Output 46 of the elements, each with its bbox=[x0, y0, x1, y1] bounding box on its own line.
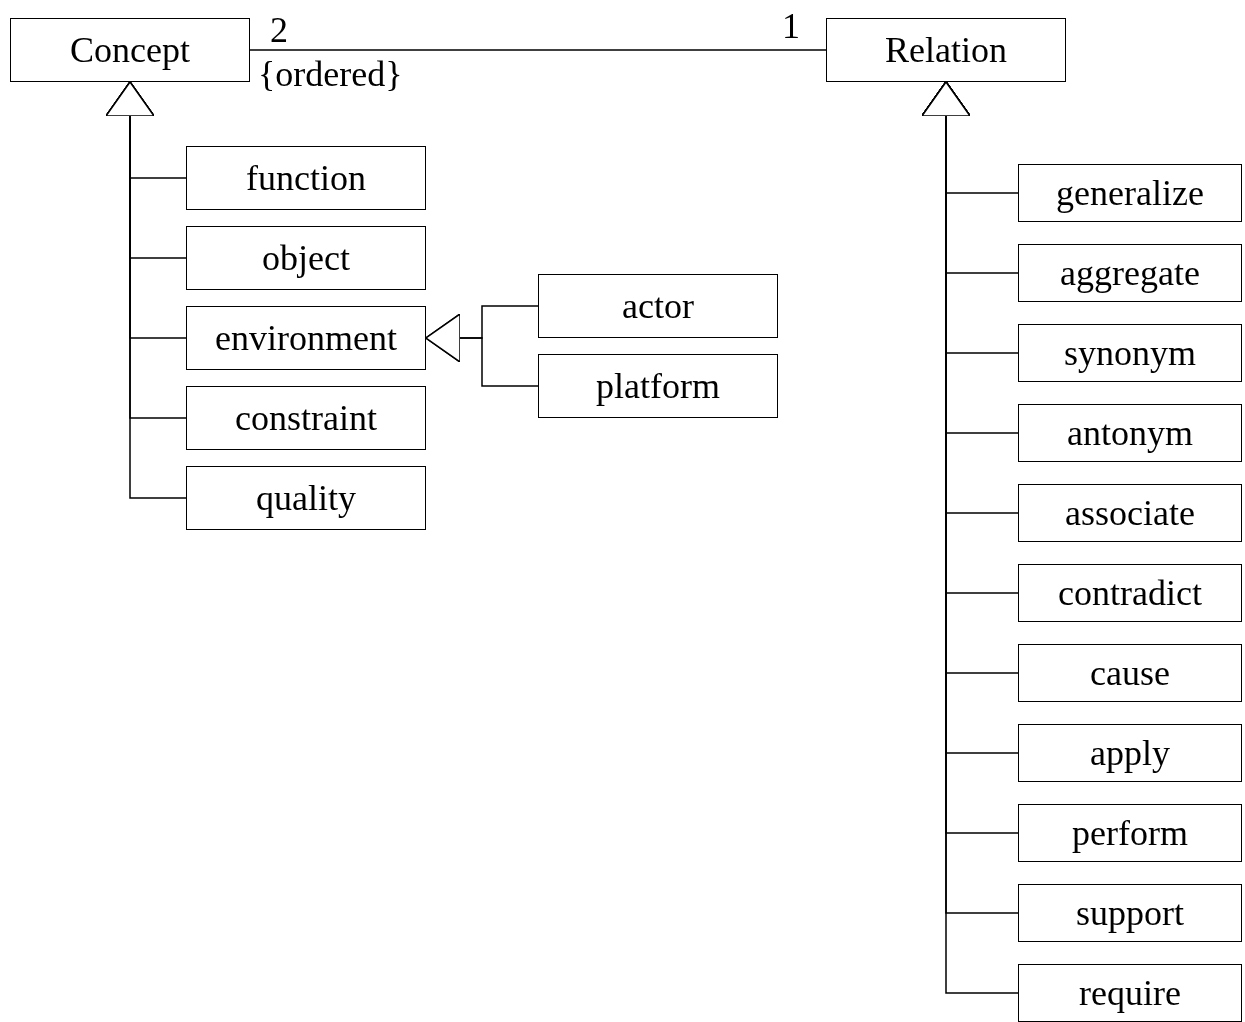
class-box bbox=[10, 18, 250, 82]
class-name: support bbox=[1076, 892, 1184, 934]
class-name: platform bbox=[596, 365, 720, 407]
class-name: quality bbox=[256, 477, 356, 519]
constraint-label: {ordered} bbox=[258, 56, 403, 92]
class-name: object bbox=[262, 237, 350, 279]
class-box bbox=[1018, 884, 1242, 942]
class-name: generalize bbox=[1056, 172, 1204, 214]
class-box bbox=[1018, 724, 1242, 782]
class-name: antonym bbox=[1067, 412, 1193, 454]
association-line bbox=[249, 49, 827, 51]
class-box bbox=[1018, 164, 1242, 222]
class-box bbox=[1018, 484, 1242, 542]
class-box bbox=[186, 306, 426, 370]
class-name: actor bbox=[622, 285, 694, 327]
class-name: function bbox=[246, 157, 366, 199]
class-name: environment bbox=[215, 317, 397, 359]
class-box bbox=[538, 274, 778, 338]
class-name: apply bbox=[1090, 732, 1170, 774]
class-box bbox=[1018, 964, 1242, 1022]
class-box bbox=[186, 466, 426, 530]
class-name: cause bbox=[1090, 652, 1170, 694]
class-name: associate bbox=[1065, 492, 1195, 534]
class-box bbox=[186, 226, 426, 290]
class-name: constraint bbox=[235, 397, 377, 439]
class-box bbox=[1018, 244, 1242, 302]
class-box bbox=[186, 386, 426, 450]
generalization-arrow bbox=[105, 81, 187, 499]
class-name: require bbox=[1079, 972, 1181, 1014]
class-box bbox=[1018, 404, 1242, 462]
class-name: aggregate bbox=[1060, 252, 1200, 294]
class-box bbox=[1018, 644, 1242, 702]
class-name: synonym bbox=[1064, 332, 1196, 374]
generalization-arrow bbox=[425, 313, 539, 387]
class-name: contradict bbox=[1058, 572, 1202, 614]
class-box bbox=[1018, 564, 1242, 622]
class-box bbox=[1018, 804, 1242, 862]
multiplicity: 2 bbox=[270, 12, 288, 48]
multiplicity: 1 bbox=[782, 8, 800, 44]
class-name: Relation bbox=[885, 29, 1007, 71]
class-name: Concept bbox=[70, 29, 190, 71]
class-box bbox=[186, 146, 426, 210]
class-box bbox=[1018, 324, 1242, 382]
class-name: perform bbox=[1072, 812, 1188, 854]
class-box bbox=[538, 354, 778, 418]
class-box bbox=[826, 18, 1066, 82]
